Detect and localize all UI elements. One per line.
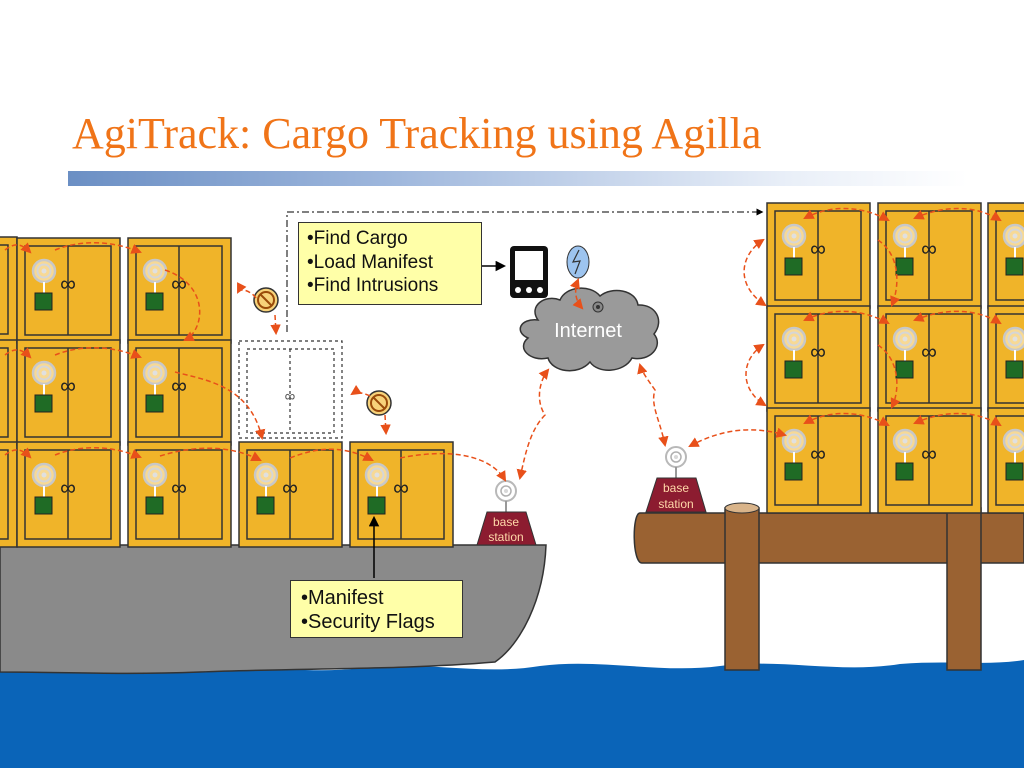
dock-containers bbox=[765, 201, 1024, 515]
container bbox=[15, 338, 122, 447]
query-item: •Find Cargo bbox=[307, 228, 408, 249]
antenna-icon bbox=[495, 480, 517, 502]
title-underline bbox=[68, 171, 968, 186]
container bbox=[0, 338, 19, 447]
base-station-label-line2: station bbox=[658, 497, 693, 511]
phone-icon bbox=[510, 246, 548, 298]
container bbox=[126, 236, 233, 345]
container bbox=[126, 440, 233, 549]
container bbox=[15, 236, 122, 345]
query-note: •Find Cargo •Load Manifest •Find Intrusi… bbox=[298, 222, 482, 305]
container bbox=[876, 304, 983, 413]
container bbox=[15, 440, 122, 549]
container bbox=[126, 338, 233, 447]
container-item: •Manifest bbox=[301, 587, 384, 609]
query-item: •Load Manifest bbox=[307, 251, 434, 273]
query-flow bbox=[286, 208, 764, 578]
container bbox=[765, 304, 872, 413]
base-station-label-line1: base bbox=[663, 481, 689, 495]
dock-base-station: base station bbox=[645, 446, 707, 513]
base-station-label-line2: station bbox=[488, 530, 523, 544]
container-note: •Manifest •Security Flags bbox=[290, 580, 463, 638]
container-item: •Security Flags bbox=[301, 611, 435, 633]
missing-container-outline: ∞ bbox=[238, 340, 343, 439]
cloud-label: Internet bbox=[554, 320, 622, 342]
container bbox=[876, 406, 983, 515]
container bbox=[0, 440, 19, 549]
dock bbox=[633, 502, 1024, 671]
container bbox=[986, 406, 1024, 515]
container bbox=[0, 235, 19, 344]
base-station-label-line1: base bbox=[493, 515, 519, 529]
ship-hull bbox=[0, 544, 547, 675]
antenna-icon bbox=[665, 446, 687, 468]
container bbox=[765, 406, 872, 515]
container bbox=[986, 201, 1024, 310]
container bbox=[765, 201, 872, 310]
ship-base-station: base station bbox=[476, 480, 537, 546]
svg-text:∞: ∞ bbox=[285, 388, 296, 405]
water bbox=[0, 660, 1024, 768]
no-entry-icon bbox=[253, 287, 279, 313]
no-entry-icon bbox=[366, 390, 392, 416]
container bbox=[876, 201, 983, 310]
query-item: •Find Intrusions bbox=[307, 275, 439, 296]
wireless-signal-icon bbox=[566, 245, 590, 279]
slide-title: AgiTrack: Cargo Tracking using Agilla bbox=[72, 109, 762, 158]
container bbox=[986, 304, 1024, 413]
agent-migration-arrows bbox=[4, 207, 1002, 482]
